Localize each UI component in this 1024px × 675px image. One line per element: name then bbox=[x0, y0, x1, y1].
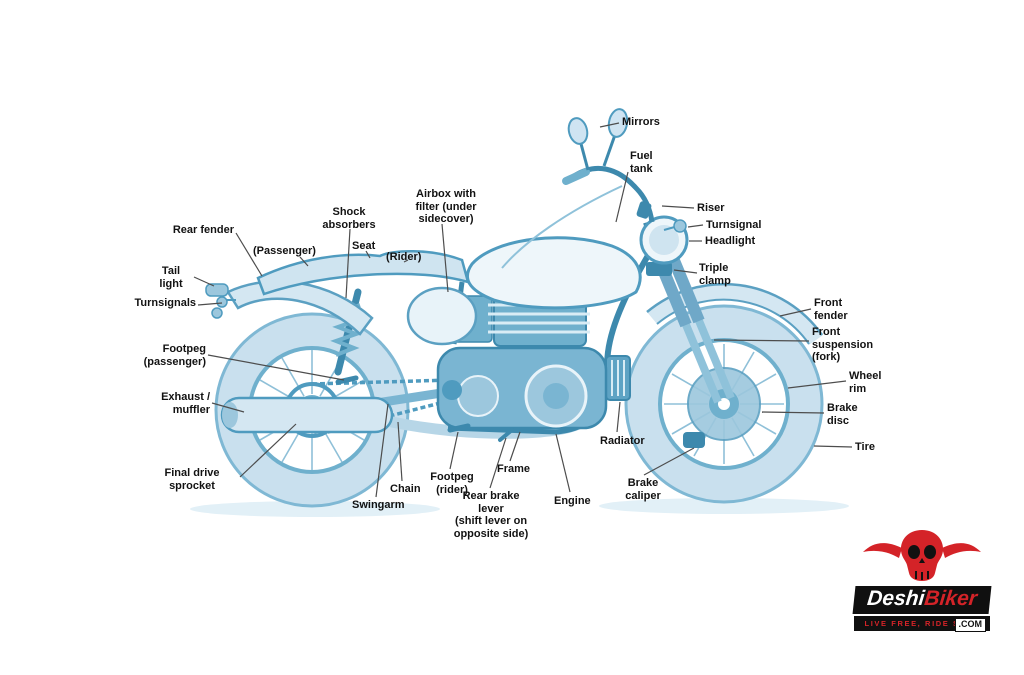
label-footpeg-rider: Footpeg (rider) bbox=[430, 471, 474, 496]
label-fuel-tank: Fuel tank bbox=[630, 150, 653, 175]
label-wheel-rim: Wheel rim bbox=[849, 370, 882, 395]
front-turnsignal bbox=[663, 219, 687, 233]
radiator bbox=[605, 355, 631, 401]
label-headlight: Headlight bbox=[705, 235, 756, 247]
footpeg-passenger bbox=[335, 375, 359, 385]
logo-brand-first: Deshi bbox=[866, 587, 926, 610]
rear-brake-lever bbox=[498, 428, 514, 442]
handlebar bbox=[562, 165, 655, 223]
rear-turnsignal-1 bbox=[216, 296, 228, 308]
fuel-tank bbox=[466, 236, 642, 310]
label-radiator: Radiator bbox=[600, 435, 645, 447]
logo-brand-second: Biker bbox=[923, 587, 979, 610]
front-wheel bbox=[624, 304, 824, 504]
label-final-drive-sprocket: Final drive sprocket bbox=[164, 467, 220, 492]
logo-domain-suffix: .COM bbox=[954, 618, 986, 632]
label-front-fender: Front fender bbox=[814, 297, 848, 322]
label-swingarm: Swingarm bbox=[352, 499, 405, 511]
airbox-side-cover bbox=[406, 286, 478, 346]
seat bbox=[256, 250, 470, 296]
label-tail-light: Tail light bbox=[159, 265, 183, 290]
label-engine: Engine bbox=[554, 495, 591, 507]
riser bbox=[636, 201, 652, 219]
deshibiker-logo: DeshiBiker .COM LIVE FREE, RIDE SAFE bbox=[852, 526, 992, 632]
label-tire: Tire bbox=[855, 441, 875, 453]
ground-shadows bbox=[190, 498, 849, 517]
label-shock-absorbers: Shock absorbers bbox=[322, 206, 376, 231]
footpegs bbox=[335, 375, 514, 442]
grip bbox=[562, 168, 590, 185]
label-rear-brake-lever: Rear brake lever (shift lever on opposit… bbox=[453, 490, 529, 540]
logo-banner: DeshiBiker bbox=[852, 586, 992, 615]
label-rider: (Rider) bbox=[386, 251, 422, 263]
label-passenger: (Passenger) bbox=[253, 245, 316, 257]
label-seat: Seat bbox=[352, 240, 376, 252]
label-triple-clamp: Triple clamp bbox=[699, 262, 731, 287]
label-mirrors: Mirrors bbox=[622, 116, 660, 128]
label-brake-caliper: Brake caliper bbox=[625, 477, 661, 502]
leader-lines bbox=[193, 122, 853, 498]
front-brake-caliper bbox=[683, 432, 705, 448]
tail-light bbox=[205, 283, 229, 297]
label-turnsignals-rear: Turnsignals bbox=[134, 297, 196, 309]
label-turnsignal-front: Turnsignal bbox=[706, 219, 762, 231]
mirrors bbox=[567, 108, 629, 171]
label-footpeg-passenger: Footpeg (passenger) bbox=[143, 343, 206, 368]
rear-turnsignal-2 bbox=[211, 307, 223, 319]
label-chain: Chain bbox=[390, 483, 421, 495]
label-rear-fender: Rear fender bbox=[172, 224, 234, 236]
label-front-suspension: Front suspension (fork) bbox=[812, 326, 874, 364]
footpeg-rider bbox=[447, 423, 471, 433]
label-airbox: Airbox with filter (under sidecover) bbox=[415, 188, 477, 226]
label-exhaust-muffler: Exhaust / muffler bbox=[161, 391, 210, 416]
label-brake-disc: Brake disc bbox=[827, 402, 858, 427]
mirror-left bbox=[567, 117, 589, 145]
front-sprocket bbox=[442, 380, 462, 400]
biker-skull-icon bbox=[863, 530, 981, 581]
triple-clamp bbox=[646, 262, 672, 276]
label-frame: Frame bbox=[497, 463, 531, 475]
control-cable bbox=[501, 185, 623, 269]
label-riser: Riser bbox=[697, 202, 725, 214]
